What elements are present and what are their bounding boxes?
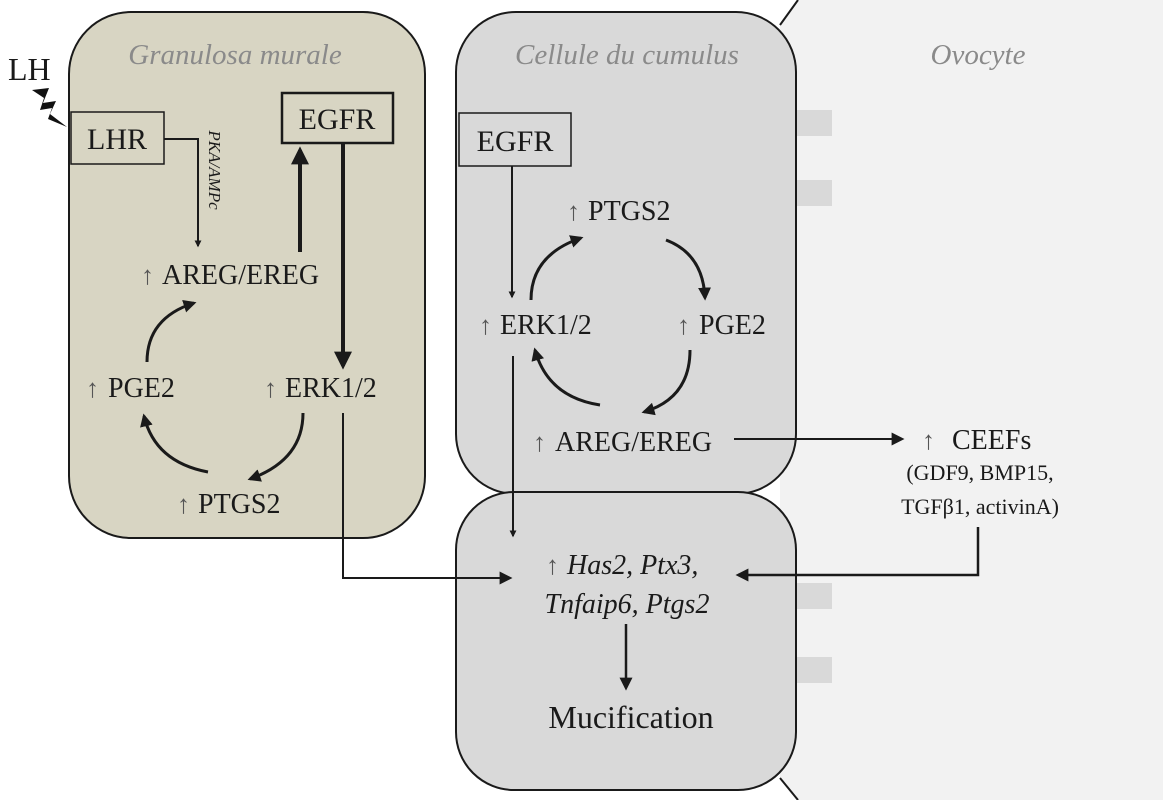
- ptgs2-label-granulosa: PTGS2: [198, 489, 280, 520]
- cumulus-title: Cellule du cumulus: [515, 39, 739, 71]
- arrow-ceefs-genes: [735, 527, 980, 582]
- areg-label-cumulus: AREG/EREG: [555, 427, 712, 458]
- up-arrow-erk-c: ↑: [479, 311, 492, 340]
- areg-label-granulosa: AREG/EREG: [162, 260, 319, 291]
- arrow-areg-erk-c: [531, 347, 601, 407]
- pge2-label-granulosa: PGE2: [108, 373, 175, 404]
- mucification-label: Mucification: [548, 699, 713, 735]
- up-arrow-pge2-g: ↑: [86, 374, 99, 403]
- ceefs-line-1: (GDF9, BMP15,: [906, 460, 1053, 485]
- oocyte-boundary-bottom: [779, 777, 799, 800]
- oocyte-region: [780, 0, 1163, 800]
- genes-line-1: Has2, Ptx3,: [566, 550, 698, 581]
- up-arrow-ptgs2-c: ↑: [567, 197, 580, 226]
- egfr-box-cumulus: [458, 112, 572, 167]
- egfr-label-cumulus: EGFR: [477, 125, 554, 158]
- up-arrow-areg-c: ↑: [533, 428, 546, 457]
- arrow-erk-ptgs2: [247, 412, 305, 482]
- arrow-pge2-areg-c: [641, 349, 692, 416]
- cumulus-cell-upper: [455, 11, 797, 495]
- up-arrow-erk-g: ↑: [264, 374, 277, 403]
- arrow-ptgs2-pge2: [140, 413, 209, 474]
- lhr-label: LHR: [87, 123, 147, 156]
- ceefs-title: CEEFs: [952, 425, 1031, 456]
- lh-label: LH: [8, 51, 51, 87]
- up-arrow-areg-g: ↑: [141, 261, 154, 290]
- oocyte-boundary-top: [779, 0, 799, 26]
- pka-ampc-label: PKA/AMPc: [205, 129, 224, 210]
- erk-label-cumulus: ERK1/2: [500, 310, 592, 341]
- up-arrow-genes: ↑: [546, 551, 559, 580]
- pge2-label-cumulus: PGE2: [699, 310, 766, 341]
- egfr-label-granulosa: EGFR: [299, 103, 376, 136]
- egfr-box-granulosa: [280, 91, 395, 145]
- ceefs-line-2: TGFβ1, activinA): [901, 494, 1059, 519]
- genes-line-2: Tnfaip6, Ptgs2: [545, 589, 710, 620]
- arrow-pge2-areg: [145, 299, 197, 363]
- granulosa-title: Granulosa murale: [128, 39, 342, 71]
- up-arrow-ceefs: ↑: [922, 426, 935, 455]
- lightning-bolt-icon: [32, 88, 67, 127]
- up-arrow-ptgs2-g: ↑: [177, 490, 190, 519]
- arrow-erk-genes: [342, 413, 513, 585]
- erk-label-granulosa: ERK1/2: [285, 373, 377, 404]
- up-arrow-pge2-c: ↑: [677, 311, 690, 340]
- arrow-lhr-areg: [164, 138, 202, 248]
- arrow-ptgs2-pge2-c: [665, 238, 712, 301]
- oocyte-title: Ovocyte: [931, 39, 1026, 71]
- ptgs2-label-cumulus: PTGS2: [588, 196, 670, 227]
- arrow-erk-ptgs2-c: [529, 235, 584, 301]
